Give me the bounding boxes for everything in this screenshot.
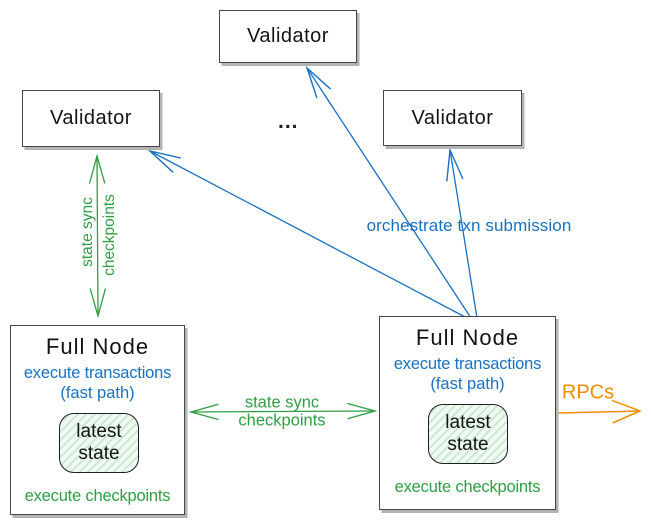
full-node-right-execute-checkpoints: execute checkpoints (394, 478, 541, 496)
validator-right-label: Validator (411, 106, 494, 129)
horizontal-checkpoints-label: checkpoints (238, 411, 326, 430)
latest-state-left-line2: state (78, 443, 120, 464)
validator-box-right: Validator (383, 90, 522, 146)
full-node-box-left: Full Node execute transactions (fast pat… (10, 325, 185, 515)
full-node-left-execute-checkpoints: execute checkpoints (24, 487, 171, 505)
validator-top-label: Validator (247, 25, 329, 47)
rpcs-label: RPCs (561, 381, 615, 404)
full-node-right-exec-transactions: execute transactions (393, 355, 542, 373)
latest-state-right-line2: state (447, 434, 489, 455)
full-node-right-fast-path: (fast path) (430, 375, 505, 393)
rpcs-arrow (557, 399, 642, 424)
horizontal-state-sync-label: state sync (244, 393, 320, 412)
vertical-state-sync-label: state sync (79, 197, 96, 267)
full-node-box-right: Full Node execute transactions (fast pat… (379, 316, 556, 510)
full-node-left-title: Full Node (45, 334, 150, 359)
orchestrate-txn-submission-label: orchestrate txn submission (366, 216, 572, 235)
validators-ellipsis: ... (278, 110, 299, 133)
latest-state-box-left: latest state (59, 413, 139, 473)
validator-left-label: Validator (50, 107, 132, 129)
state-sync-vertical-arrow (97, 156, 98, 316)
full-node-left-fast-path: (fast path) (60, 384, 135, 402)
latest-state-right-line1: latest (445, 412, 491, 434)
vertical-checkpoints-label: checkpoints (101, 194, 118, 276)
latest-state-box-right: latest state (428, 404, 508, 464)
full-node-right-title: Full Node (415, 325, 520, 350)
validator-box-top: Validator (219, 10, 357, 63)
validator-box-left: Validator (22, 90, 160, 147)
latest-state-left-line1: latest (76, 421, 122, 443)
full-node-left-exec-transactions: execute transactions (23, 364, 172, 382)
